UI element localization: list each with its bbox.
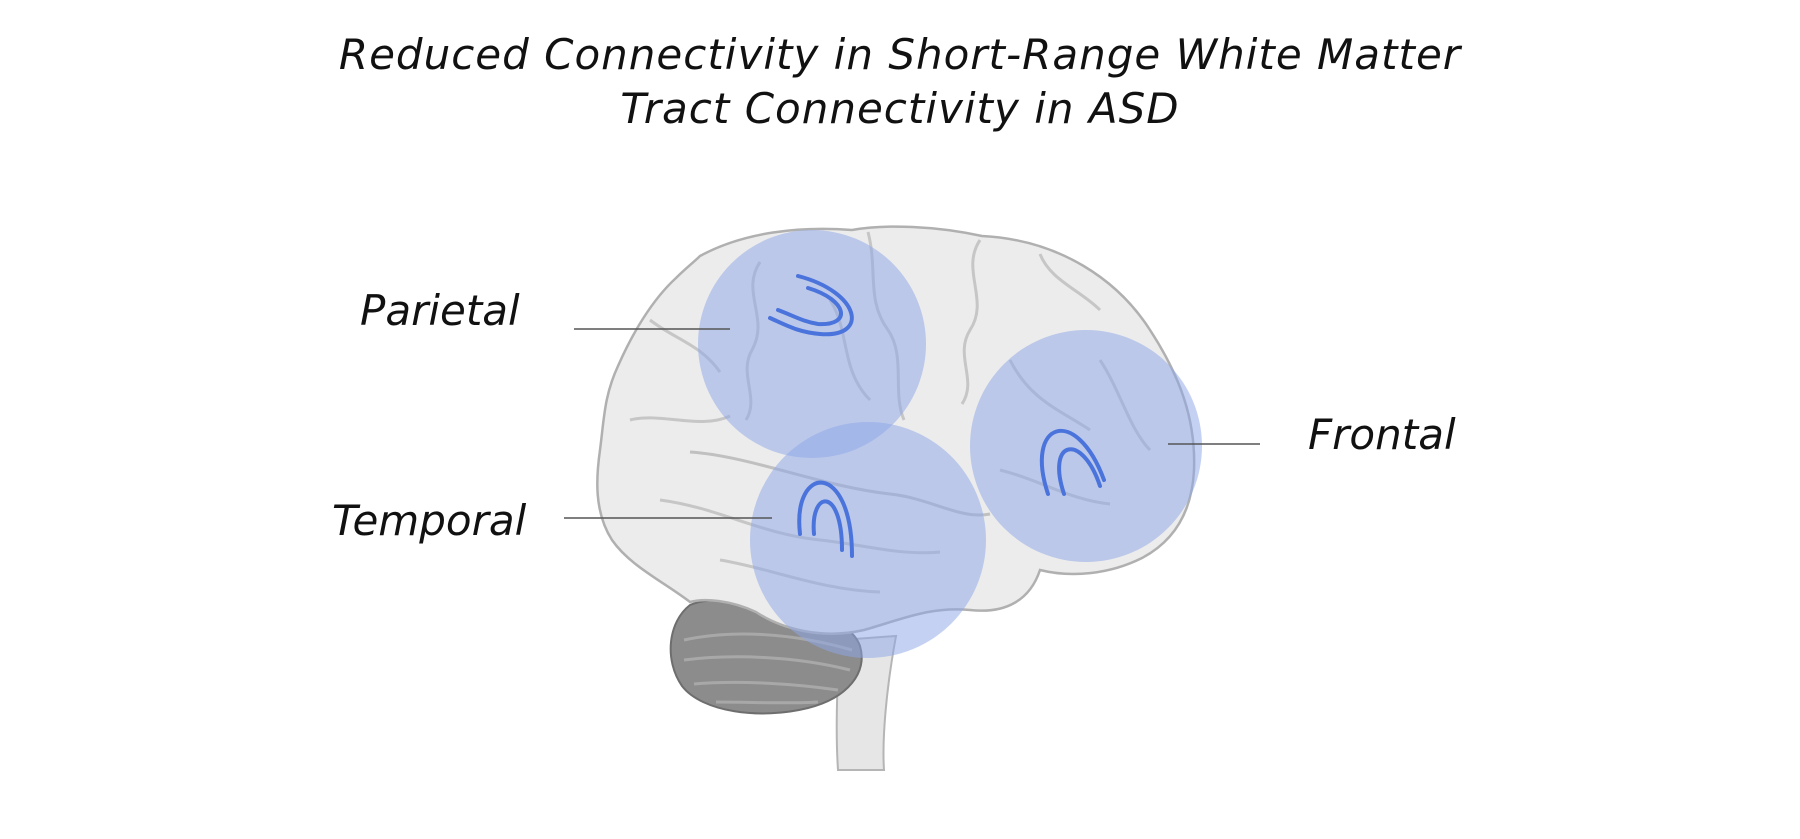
frontal-u-fiber-icon bbox=[1039, 428, 1106, 496]
label-parietal: Parietal bbox=[360, 286, 520, 335]
label-frontal: Frontal bbox=[1308, 410, 1456, 459]
temporal-highlight bbox=[750, 422, 986, 658]
diagram-title-line-1: Reduced Connectivity in Short-Range Whit… bbox=[338, 30, 1462, 79]
parietal-u-fiber-icon bbox=[768, 274, 854, 337]
diagram-title-line-2: Tract Connectivity in ASD bbox=[620, 84, 1180, 133]
label-temporal: Temporal bbox=[332, 496, 527, 545]
temporal-u-fiber-icon bbox=[797, 480, 854, 558]
parietal-highlight bbox=[698, 230, 926, 458]
